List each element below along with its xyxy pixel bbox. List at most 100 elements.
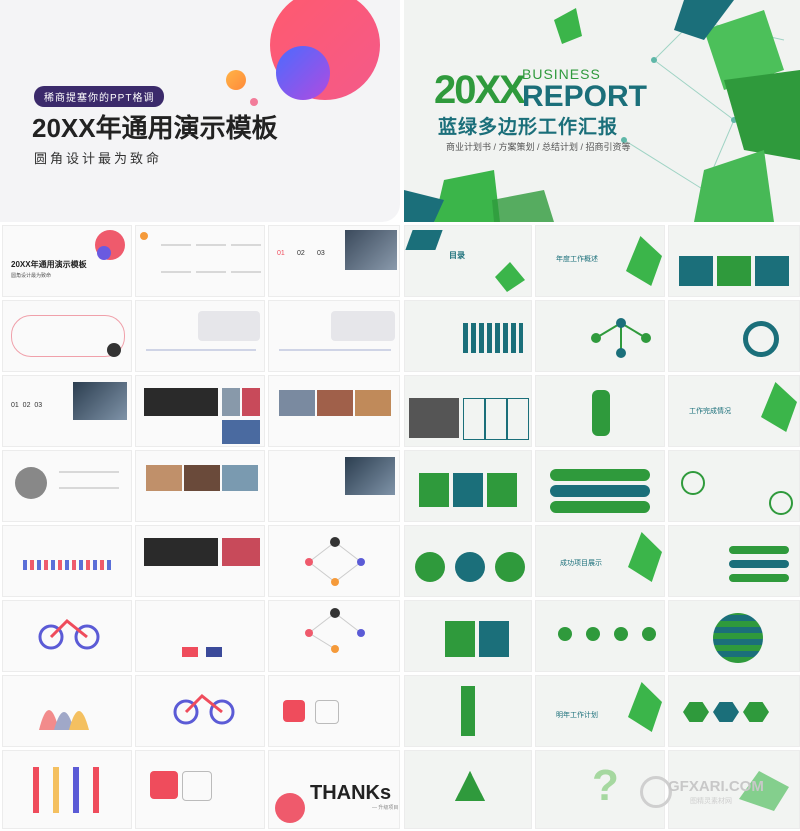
hero-report: REPORT xyxy=(522,80,648,113)
thumb-r-2-2[interactable] xyxy=(535,300,665,372)
thumb-r-1-1[interactable]: 目录 xyxy=(404,225,532,297)
thumb-l-3-3[interactable] xyxy=(268,375,400,447)
thumb-l-4-1[interactable] xyxy=(2,450,132,522)
thumb-r-8-1[interactable] xyxy=(404,750,532,829)
thumb-l-8-2[interactable] xyxy=(135,750,265,829)
icon-circle xyxy=(558,627,572,641)
thumb-l-8-1[interactable] xyxy=(2,750,132,829)
thumb-l-7-1[interactable] xyxy=(2,675,132,747)
thumb-r-7-1[interactable] xyxy=(404,675,532,747)
box xyxy=(487,473,517,507)
thumb-r-6-2[interactable] xyxy=(535,600,665,672)
polygon xyxy=(495,262,525,292)
thumb-r-8-3[interactable] xyxy=(668,750,800,829)
thumb-l-4-2[interactable] xyxy=(135,450,265,522)
thumb-l-8-3[interactable] xyxy=(268,750,400,829)
thumb-l-7-3[interactable] xyxy=(268,675,400,747)
thumb-l-1-2[interactable] xyxy=(135,225,265,297)
thumb-l-2-1[interactable] xyxy=(2,300,132,372)
bulb-icon xyxy=(592,390,610,436)
thumb-l-2-2[interactable] xyxy=(135,300,265,372)
thumb-r-7-2[interactable]: 明年工作计划 xyxy=(535,675,665,747)
thumb-l-5-2[interactable] xyxy=(135,525,265,597)
thumb-r-5-2[interactable]: 成功项目展示 xyxy=(535,525,665,597)
thumb-r-3-3[interactable]: 工作完成情况 xyxy=(668,375,800,447)
bar xyxy=(206,647,222,657)
thumb-l-4-3[interactable] xyxy=(268,450,400,522)
section-04: 明年工作计划 xyxy=(556,712,598,719)
photo xyxy=(355,390,391,416)
thumb-r-5-1[interactable] xyxy=(404,525,532,597)
icon-circle xyxy=(586,627,600,641)
photo xyxy=(317,390,353,416)
thumb-l-5-1[interactable] xyxy=(2,525,132,597)
thumb-l-6-2[interactable] xyxy=(135,600,265,672)
photo-circle xyxy=(455,552,485,582)
thumb-l-1-3[interactable]: 01 02 03 xyxy=(268,225,400,297)
icon-circle xyxy=(614,627,628,641)
icon-circle xyxy=(642,627,656,641)
world-map xyxy=(331,311,395,341)
thumb-r-2-3[interactable] xyxy=(668,300,800,372)
thumb-l-2-3[interactable] xyxy=(268,300,400,372)
bike-icon xyxy=(173,693,235,725)
thumb-l-5-3[interactable] xyxy=(268,525,400,597)
toc-title: 目录 xyxy=(449,251,465,260)
thumb-l-1-1[interactable]: 20XX年通用演示模板 圆角设计最为致命 xyxy=(2,225,132,297)
photo xyxy=(222,465,258,491)
pill xyxy=(729,546,789,554)
rounded-frame xyxy=(11,315,125,357)
box xyxy=(679,256,713,286)
thumb-r-4-3[interactable] xyxy=(668,450,800,522)
box xyxy=(463,398,485,440)
icon-box xyxy=(283,700,305,722)
thumb-l-6-3[interactable] xyxy=(268,600,400,672)
people-silhouettes xyxy=(463,323,523,353)
thumb-r-6-1[interactable] xyxy=(404,600,532,672)
globe-icon xyxy=(713,613,763,663)
molecule-diagram xyxy=(591,318,651,358)
polygon xyxy=(628,682,662,732)
thumb-l-3-2[interactable] xyxy=(135,375,265,447)
red-circle xyxy=(275,793,305,823)
num-02: 02 xyxy=(297,250,305,257)
polygon xyxy=(761,382,797,432)
hexagon xyxy=(743,702,769,722)
thumb-r-3-1[interactable] xyxy=(404,375,532,447)
icon-circle xyxy=(769,491,793,515)
area-peaks xyxy=(39,710,89,730)
photo xyxy=(146,465,182,491)
polygon xyxy=(628,532,662,582)
dark-photo xyxy=(144,388,218,416)
thumb-r-2-1[interactable] xyxy=(404,300,532,372)
num-01: 01 xyxy=(277,250,285,257)
target-icon xyxy=(743,321,779,357)
thumb-r-3-2[interactable] xyxy=(535,375,665,447)
thanks-text: THANKs xyxy=(310,782,392,804)
polygon-network xyxy=(404,0,800,222)
photo-circle xyxy=(107,343,121,357)
box xyxy=(755,256,789,286)
thumb-subtitle: 圆角设计最为致命 xyxy=(11,273,52,279)
thumb-r-5-3[interactable] xyxy=(668,525,800,597)
thumb-r-4-1[interactable] xyxy=(404,450,532,522)
photo-circle xyxy=(495,552,525,582)
thumb-r-8-2[interactable]: ? xyxy=(535,750,665,829)
thumb-r-1-3[interactable] xyxy=(668,225,800,297)
photo xyxy=(222,420,260,444)
people-icons xyxy=(23,560,113,570)
thumb-r-7-3[interactable] xyxy=(668,675,800,747)
world-map xyxy=(198,311,260,341)
polygon xyxy=(405,230,443,250)
icon-circle xyxy=(681,471,705,495)
thumb-l-3-1[interactable]: 01 02 03 xyxy=(2,375,132,447)
thumb-l-7-2[interactable] xyxy=(135,675,265,747)
hero-title-cn: 蓝绿多边形工作汇报 xyxy=(438,117,619,138)
box xyxy=(445,621,475,657)
thumb-r-6-3[interactable] xyxy=(668,600,800,672)
thumb-r-4-2[interactable] xyxy=(535,450,665,522)
thumb-r-1-2[interactable]: 年度工作概述 xyxy=(535,225,665,297)
thumb-l-6-1[interactable] xyxy=(2,600,132,672)
pill xyxy=(729,574,789,582)
box xyxy=(453,473,483,507)
